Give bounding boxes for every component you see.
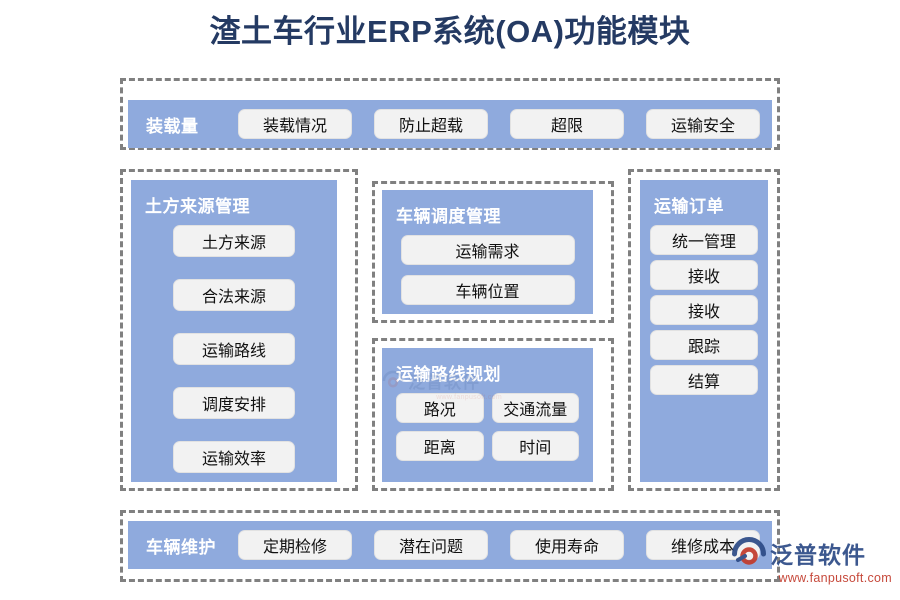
pill-tracking[interactable]: 跟踪 [650, 330, 758, 360]
transport-orders-section-panel: 运输订单 统一管理 接收 接收 跟踪 结算 [640, 180, 768, 482]
earth-source-section-header: 土方来源管理 [145, 197, 250, 216]
watermark-brand: 泛普软件 [770, 542, 866, 568]
route-planning-section-panel: 运输路线规划 路况 交通流量 距离 时间 [382, 348, 593, 482]
pill-service-life[interactable]: 使用寿命 [510, 530, 624, 560]
loading-section-header: 装载量 [146, 116, 199, 136]
pill-transport-efficiency[interactable]: 运输效率 [173, 441, 295, 473]
route-planning-section-header: 运输路线规划 [396, 365, 501, 384]
pill-road-condition[interactable]: 路况 [396, 393, 484, 423]
route-planning-section-frame [372, 338, 614, 491]
vehicle-dispatch-section-frame [372, 181, 614, 323]
pill-settlement[interactable]: 结算 [650, 365, 758, 395]
transport-orders-section-header: 运输订单 [654, 197, 724, 216]
pill-over-limit[interactable]: 超限 [510, 109, 624, 139]
pill-dispatch-arrangement[interactable]: 调度安排 [173, 387, 295, 419]
pill-transport-demand[interactable]: 运输需求 [400, 235, 575, 265]
pill-periodic-inspection[interactable]: 定期检修 [238, 530, 352, 560]
pill-prevent-overload[interactable]: 防止超载 [374, 109, 488, 139]
vehicle-maintenance-section-header: 车辆维护 [146, 537, 216, 557]
pill-transport-safety[interactable]: 运输安全 [646, 109, 760, 139]
page-title: 渣土车行业ERP系统(OA)功能模块 [209, 14, 691, 49]
pill-loading-status[interactable]: 装载情况 [238, 109, 352, 139]
pill-traffic-flow[interactable]: 交通流量 [491, 393, 579, 423]
pill-transport-route[interactable]: 运输路线 [173, 333, 295, 365]
vehicle-maintenance-section-frame [120, 510, 780, 582]
loading-section-frame [120, 78, 780, 150]
pill-receive-1[interactable]: 接收 [650, 260, 758, 290]
pill-maintenance-cost[interactable]: 维修成本 [646, 530, 760, 560]
earth-source-section-frame [120, 169, 358, 491]
transport-orders-section-frame [628, 169, 780, 491]
vehicle-dispatch-section-header: 车辆调度管理 [396, 207, 501, 226]
vehicle-dispatch-section-panel: 车辆调度管理 运输需求 车辆位置 [382, 190, 593, 314]
loading-section-panel: 装载量 装载情况 防止超载 超限 运输安全 [128, 100, 772, 148]
pill-distance[interactable]: 距离 [396, 431, 484, 461]
earth-source-section-panel: 土方来源管理 土方来源 合法来源 运输路线 调度安排 运输效率 [131, 180, 337, 482]
pill-unified-management[interactable]: 统一管理 [650, 225, 758, 255]
pill-time[interactable]: 时间 [491, 431, 579, 461]
pill-vehicle-position[interactable]: 车辆位置 [400, 275, 575, 305]
pill-receive-2[interactable]: 接收 [650, 295, 758, 325]
pill-potential-issues[interactable]: 潜在问题 [374, 530, 488, 560]
vehicle-maintenance-section-panel: 车辆维护 定期检修 潜在问题 使用寿命 维修成本 [128, 521, 772, 569]
pill-earth-source[interactable]: 土方来源 [173, 225, 295, 257]
pill-legal-source[interactable]: 合法来源 [173, 279, 295, 311]
